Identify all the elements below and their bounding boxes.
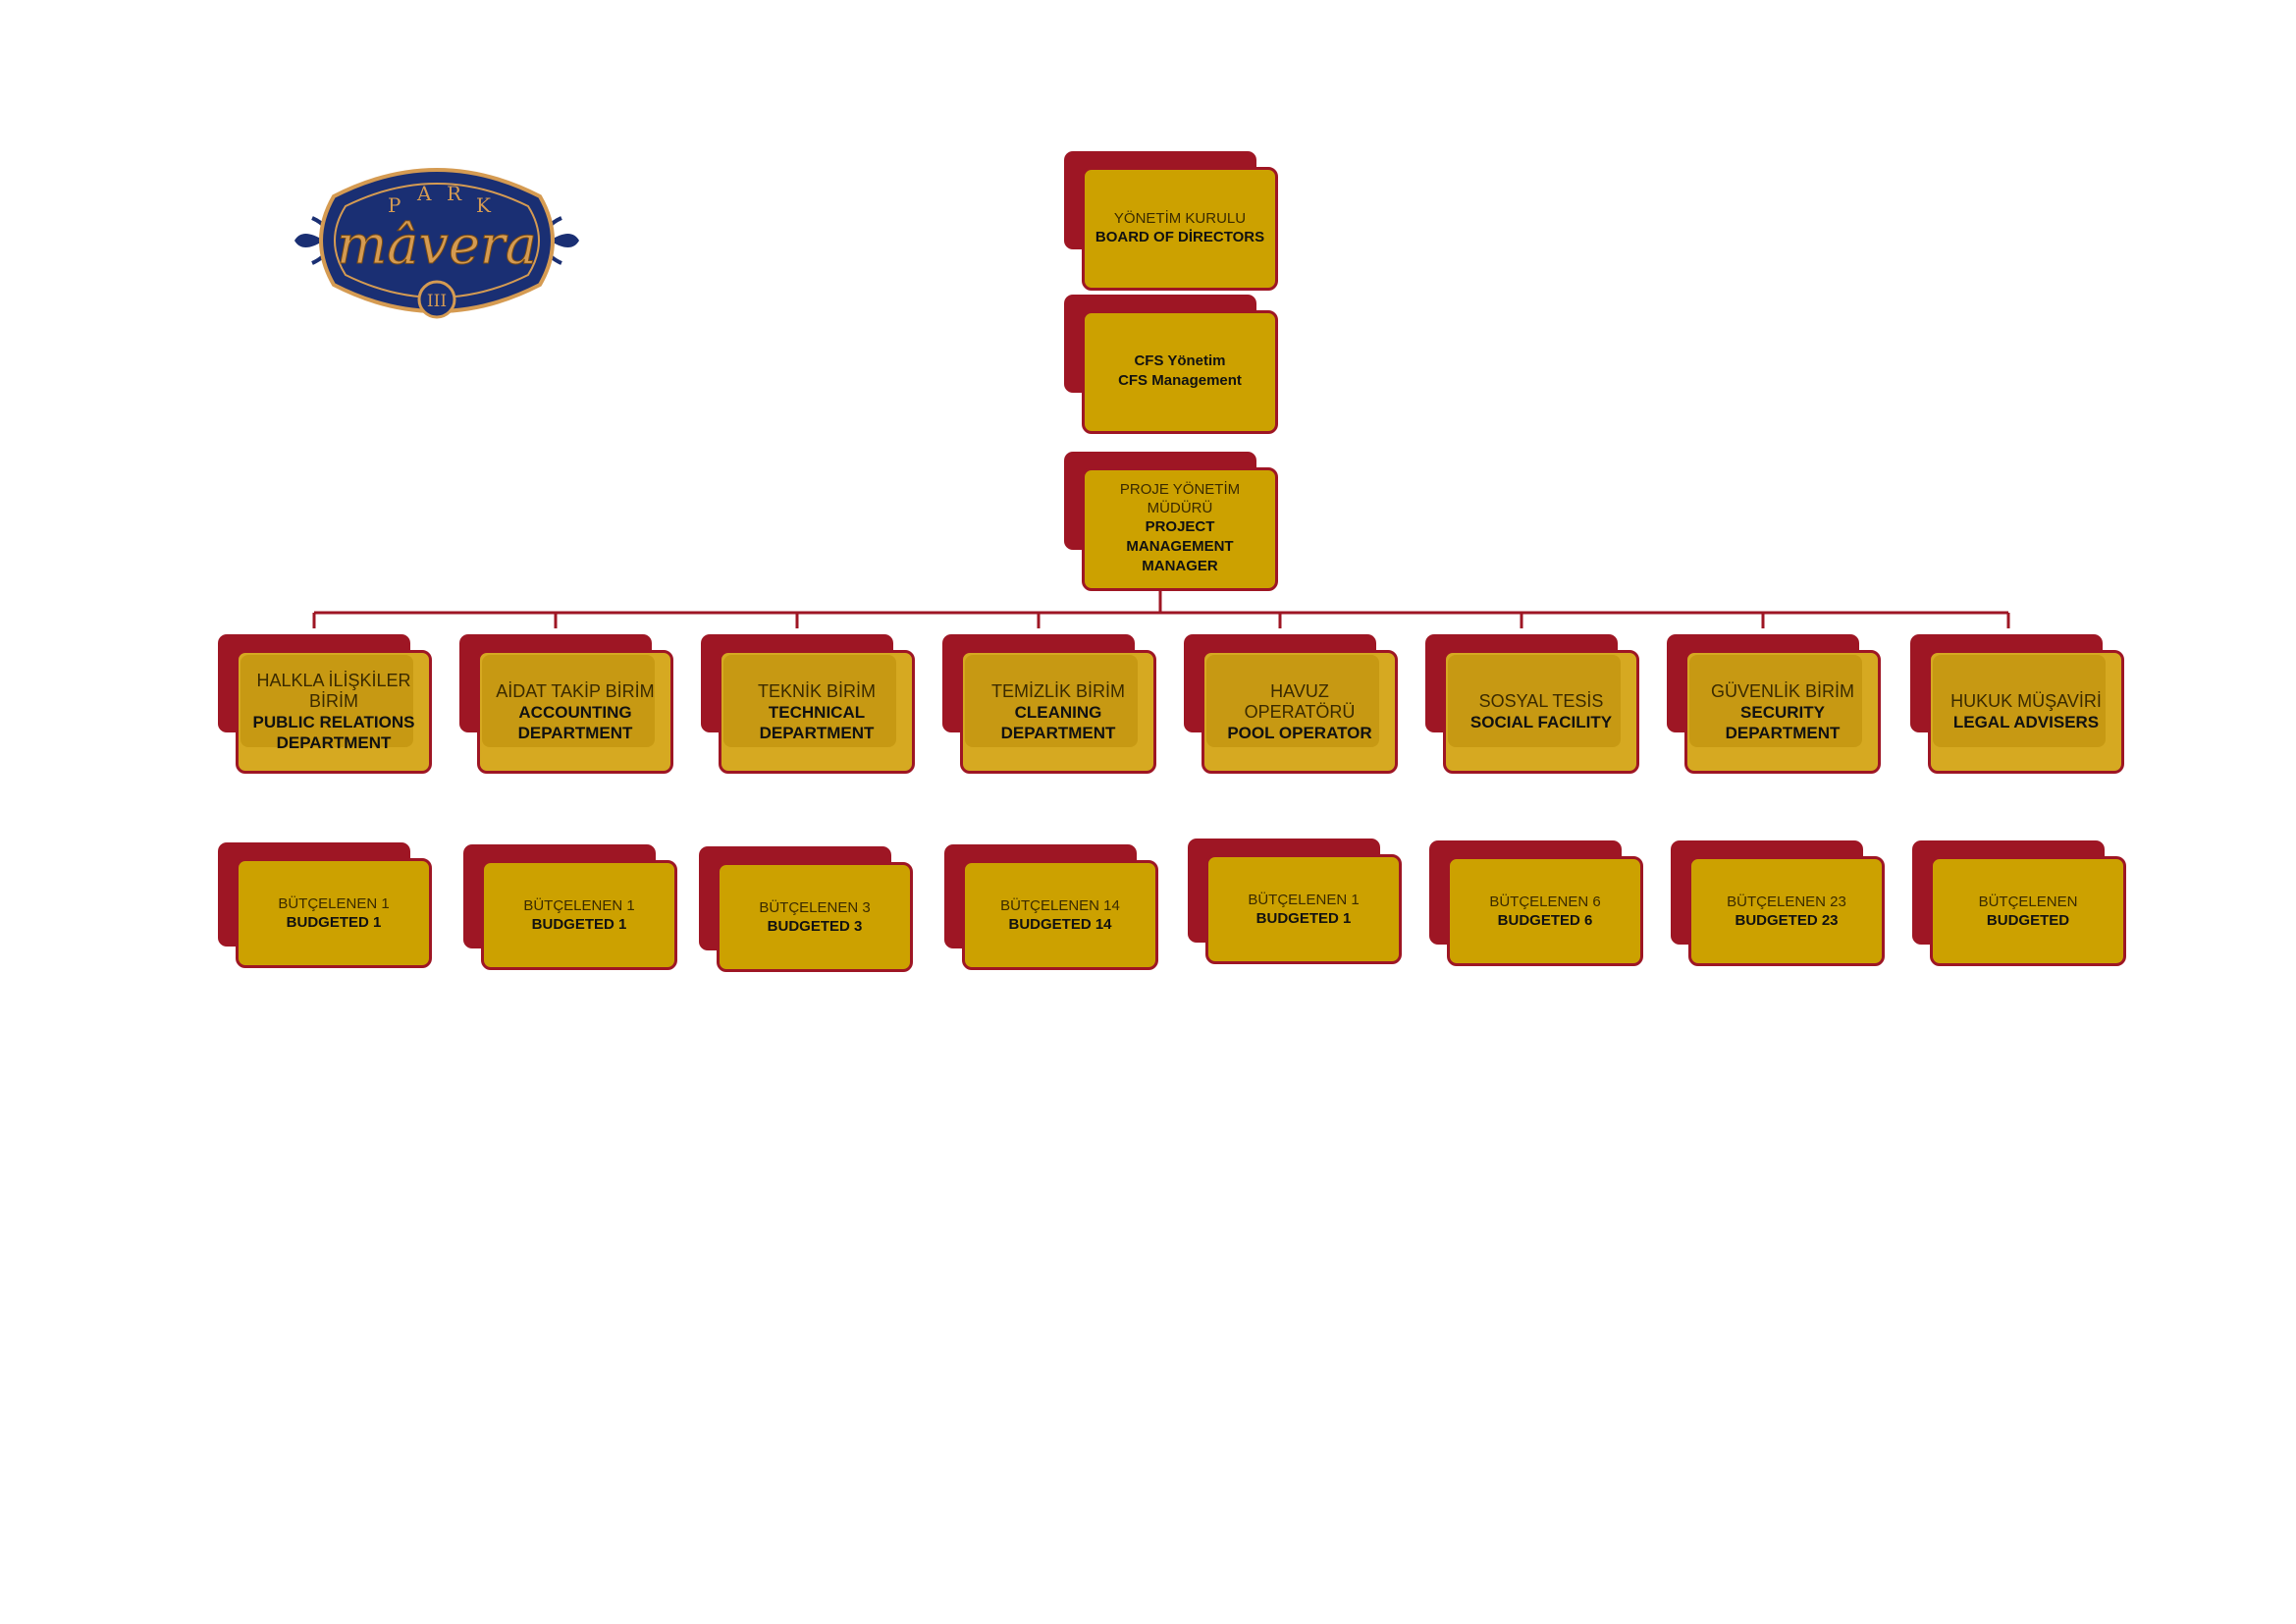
logo-park-letter: K [476,193,492,217]
node-tr-label: HALKLA İLİŞKİLER BİRİM [256,671,411,711]
node-en-label: BUDGETED 6 [1497,911,1593,929]
node-tr-label: BÜTÇELENEN [1978,893,2078,910]
park-mavera-logo: P A R K mâvera III [294,157,579,329]
node-tr-label: TEMİZLİK BİRİM [990,680,1125,701]
node-en-label: BUDGETED 3 [767,917,863,935]
node-en-label: POOL OPERATOR [1227,723,1372,742]
node-tr-label: BÜTÇELENEN 14 [1000,896,1120,914]
node-tr-label: BÜTÇELENEN 1 [278,894,390,912]
node-tr-label: PROJE YÖNETİM MÜDÜRÜ [1119,481,1241,516]
node-en-label: ACCOUNTING DEPARTMENT [517,702,633,742]
node-tr-label: BÜTÇELENEN 3 [759,898,871,916]
node-en-label: PROJECT MANAGEMENT MANAGER [1126,518,1234,574]
node-en-label: BUDGETED 23 [1735,911,1839,929]
node-en-label: BUDGETED 1 [286,913,382,931]
node-tr-label: SOSYAL TESİS [1478,691,1604,711]
node-en-label: BUDGETED 14 [1008,915,1112,933]
node-tr-label: YÖNETİM KURULU [1113,209,1247,227]
logo-park-letter: A [416,182,432,205]
node-en-label: TECHNICAL DEPARTMENT [759,702,875,742]
node-en-label: CLEANING DEPARTMENT [1000,702,1116,742]
logo-park-letter: R [447,182,462,205]
node-tr-label: HUKUK MÜŞAVİRİ [1950,691,2102,711]
node-en-label: SOCIAL FACILITY [1469,713,1613,731]
node-en-label: BUDGETED [1986,911,2070,929]
node-en-label: SECURITY DEPARTMENT [1725,702,1841,742]
logo-park-letter: P [388,193,400,217]
node-en-label: BUDGETED 1 [531,915,627,933]
node-tr-label: AİDAT TAKİP BİRİM [496,680,655,701]
node-tr-label: GÜVENLİK BİRİM [1710,680,1855,701]
node-tr-label: BÜTÇELENEN 6 [1489,893,1601,910]
node-tr-label: BÜTÇELENEN 1 [1248,891,1360,908]
node-tr-label: BÜTÇELENEN 1 [523,896,635,914]
node-en-label: CFS Yönetim CFS Management [1118,352,1242,389]
node-en-label: PUBLIC RELATIONS DEPARTMENT [252,713,415,752]
node-tr-label: BÜTÇELENEN 23 [1727,893,1846,910]
node-en-label: LEGAL ADVISERS [1952,713,2100,731]
logo-emblem: P A R K mâvera III [294,168,579,319]
node-tr-label: TEKNİK BİRİM [757,680,876,701]
node-en-label: BUDGETED 1 [1255,909,1352,927]
logo-name: mâvera [337,214,537,276]
node-tr-label: HAVUZ OPERATÖRÜ [1244,680,1356,722]
logo-numeral: III [427,292,447,311]
node-en-label: BOARD OF DİRECTORS [1095,228,1265,245]
